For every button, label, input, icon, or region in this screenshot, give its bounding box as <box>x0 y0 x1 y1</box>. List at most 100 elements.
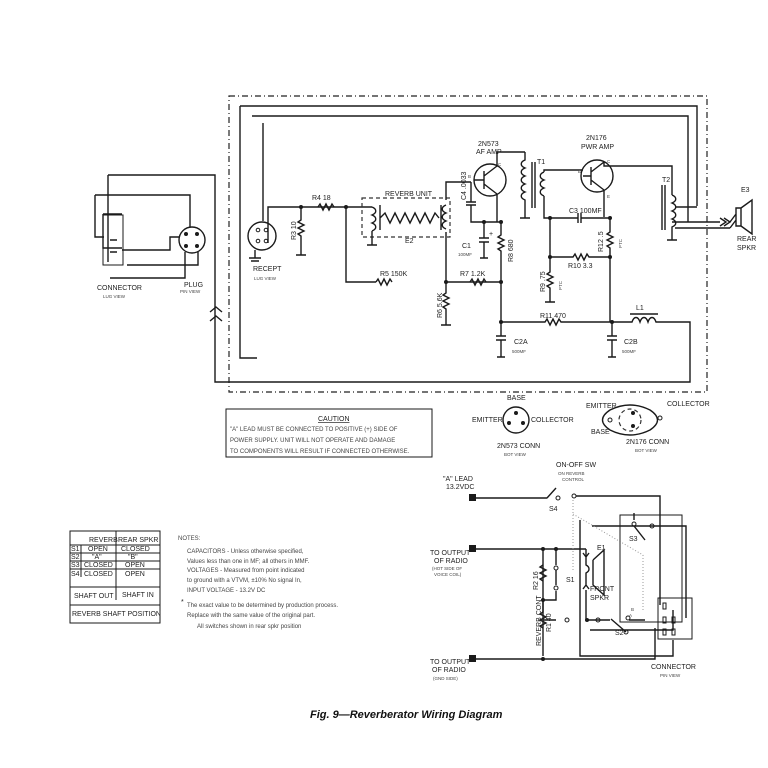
caution-line: POWER SUPPLY. UNIT WILL NOT OPERATE AND … <box>230 438 395 444</box>
left-connector: CONNECTOR LUG VIEW <box>94 174 691 383</box>
onoff-label: ON-OFF SW <box>556 462 596 469</box>
r12-ptc: PTC <box>618 238 623 248</box>
r3-label: R3 10 <box>291 221 298 240</box>
front-spkr-label: FRONT <box>590 586 615 593</box>
rear-speaker: E3 REAR SPKR <box>688 187 756 252</box>
reverb-cont-label: REVERB CONT <box>536 595 543 646</box>
connector-label: CONNECTOR <box>97 285 142 292</box>
resistor-r3 <box>296 207 306 256</box>
connector-sublabel: LUG VIEW <box>103 294 126 299</box>
reverb-springs <box>367 204 448 246</box>
table-cell: S3 <box>71 562 80 569</box>
reverb-unit-box <box>361 197 451 238</box>
table-cell: OPEN <box>88 546 108 553</box>
emitter-label: EMITTER <box>472 417 503 424</box>
e2-label: E2 <box>405 238 414 245</box>
switching-schematic: "A" LEAD 13.2VDC ON-OFF SW ON REVERB CON… <box>430 462 696 681</box>
note-line: The exact value to be determined by prod… <box>187 603 338 609</box>
table-cell: CLOSED <box>84 562 113 569</box>
resistor-r11-inductor-l1 <box>501 313 675 327</box>
caution-heading: CAUTION <box>318 416 350 423</box>
r11-label: R11 470 <box>540 313 566 320</box>
plug: PLUG PIN VIEW <box>178 226 206 294</box>
q1-type: 2N573 <box>478 141 499 148</box>
q2-role: PWR AMP <box>581 144 614 151</box>
q1-collector-label: C <box>498 162 502 167</box>
switch-table: REVERB REAR SPKR S1 OPEN CLOSED S2 "A" "… <box>69 530 161 624</box>
onoff-sub: ON REVERB <box>558 471 585 476</box>
gnd-output-terminal <box>469 655 476 662</box>
collector-label: COLLECTOR <box>667 401 710 408</box>
table-cell: CLOSED <box>121 546 150 553</box>
t2-label: T2 <box>662 177 670 184</box>
q2-base-label: B <box>578 169 581 174</box>
l1-label: L1 <box>636 305 644 312</box>
s1-label: S1 <box>566 577 575 584</box>
recept-label: RECEPT <box>253 266 282 273</box>
recept: RECEPT LUG VIEW <box>247 206 346 281</box>
q2-type: 2N176 <box>586 135 607 142</box>
r9-label: R9 .75 <box>540 271 547 292</box>
svg-text:*: * <box>181 599 184 606</box>
r7-label: R7 1.2K <box>460 271 486 278</box>
out1b-label: OF RADIO <box>434 558 468 565</box>
note-line: CAPACITORS - Unless otherwise specified, <box>187 549 304 555</box>
resistor-r7 <box>469 277 487 287</box>
2n573-connection-view: BASE EMITTER COLLECTOR 2N573 CONN BOT VI… <box>472 395 574 457</box>
r2-label: R2 16 <box>533 571 540 590</box>
base-label: BASE <box>507 395 526 402</box>
capacitor-c4 <box>466 182 501 223</box>
r9-ptc: PTC <box>558 280 563 290</box>
onoff-sub: CONTROL <box>562 477 584 482</box>
notes-heading: NOTES: <box>178 536 201 542</box>
resistor-r8 <box>496 222 506 322</box>
s3-label: S3 <box>629 536 638 543</box>
q1-base-label: B <box>468 174 471 179</box>
q1-role: AF AMP <box>476 149 502 156</box>
reverb-out-wire <box>445 181 471 282</box>
conn-sublabel: BOT VIEW <box>635 448 658 453</box>
r10-label: R10 3.3 <box>568 263 593 270</box>
emitter-label: EMITTER <box>586 403 617 410</box>
plug-label: PLUG <box>184 282 203 289</box>
transistor-q1: 2N573 AF AMP B C <box>468 141 525 222</box>
r4-label: R4 18 <box>312 195 331 202</box>
out1c-label: (HOT SIDE OF <box>432 566 462 571</box>
capacitor-c3-r12 <box>549 213 615 322</box>
c1-label: C1 <box>462 243 471 250</box>
conn-label: 2N573 CONN <box>497 443 540 450</box>
table-header: REVERB <box>89 537 118 544</box>
note-line: INPUT VOLTAGE - 13.2V DC <box>187 588 266 594</box>
lower-connector-label: CONNECTOR <box>651 664 696 671</box>
transistor-q2: 2N176 PWR AMP B C E <box>578 135 673 217</box>
table-cell: S2 <box>71 554 80 561</box>
c2a-value: 500MF <box>512 349 526 354</box>
r5-label: R5 150K <box>380 271 408 278</box>
2n176-connection-view: EMITTER COLLECTOR BASE 2N176 CONN BOT VI… <box>586 401 710 453</box>
conn-label: 2N176 CONN <box>626 439 669 446</box>
s2-label: S2 <box>615 630 624 637</box>
hot-output-terminal <box>469 545 476 552</box>
a-volt-label: 13.2VDC <box>446 484 474 491</box>
table-cell: "B" <box>128 554 138 561</box>
resistor-r9 <box>545 257 555 303</box>
resistor-r10 <box>550 252 610 262</box>
a-lead-terminal <box>469 494 476 501</box>
frame-wires <box>239 105 698 359</box>
c3-label: C3 100MF <box>569 208 602 215</box>
rear-spkr-label-2: SPKR <box>737 245 756 252</box>
q2-emitter-label: E <box>607 194 610 199</box>
transformer-t2: T2 <box>661 177 730 241</box>
table-cell: S4 <box>71 571 80 578</box>
base-label: BASE <box>591 429 610 436</box>
note-line: Values less than one in MF; all others i… <box>187 559 310 565</box>
out2c-label: (GND SIDE) <box>433 676 458 681</box>
capacitor-c2b <box>607 322 617 358</box>
transformer-t1: T1 <box>520 152 583 219</box>
table-cell: S1 <box>71 546 80 553</box>
out1d-label: VOICE COIL) <box>434 572 462 577</box>
caution-line: TO COMPONENTS WILL RESULT IF CONNECTED O… <box>230 449 410 455</box>
recept-sublabel: LUG VIEW <box>254 276 277 281</box>
conn-sublabel: BOT VIEW <box>504 452 527 457</box>
